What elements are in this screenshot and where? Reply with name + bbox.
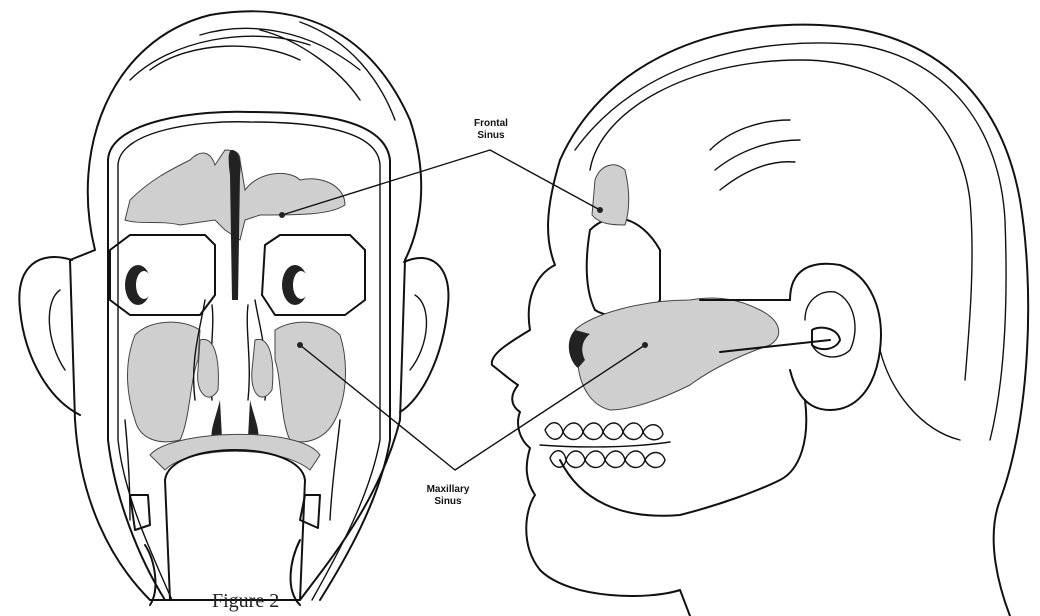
side-view-head (492, 25, 1028, 616)
front-view-head (19, 11, 448, 605)
frontal-label-line2: Sinus (466, 130, 516, 142)
frontal-label-line1: Frontal (466, 118, 516, 130)
frontal-sinus-label: Frontal Sinus (466, 118, 516, 142)
maxillary-label-line1: Maxillary (418, 484, 478, 496)
figure-caption: Figure 2 (212, 590, 279, 613)
maxillary-label-line2: Sinus (418, 496, 478, 508)
maxillary-sinus-label: Maxillary Sinus (418, 484, 478, 508)
